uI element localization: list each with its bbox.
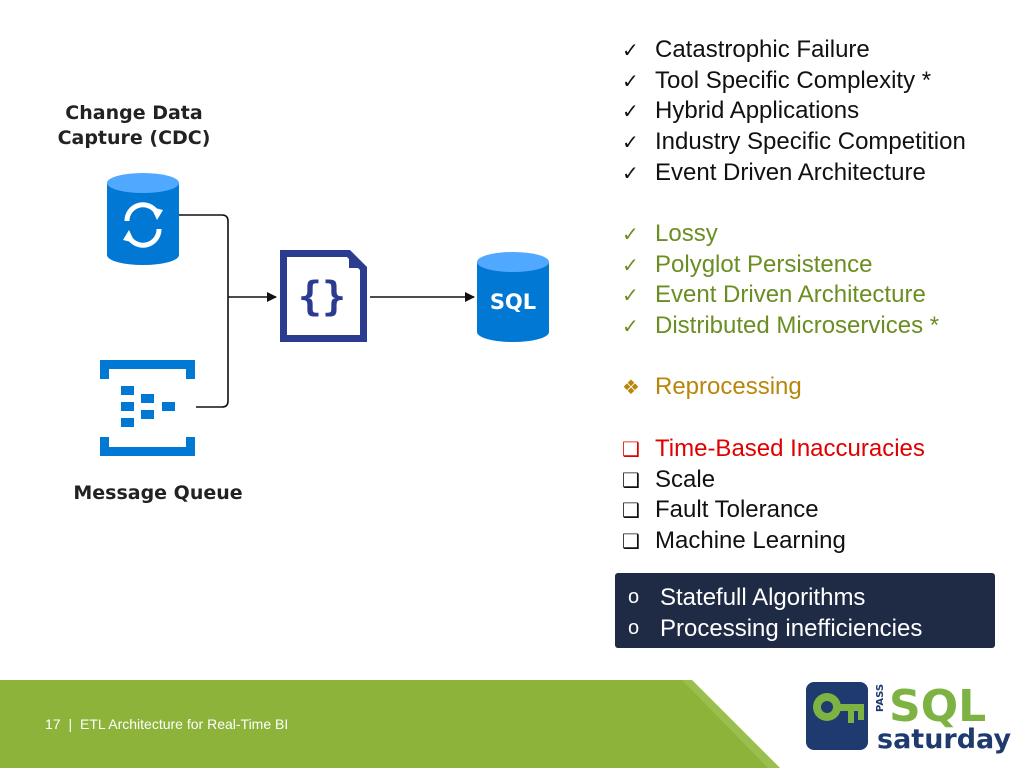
list-item-text: Lossy — [655, 220, 718, 247]
message-queue-label: Message Queue — [73, 482, 243, 504]
list-item-text: Tool Specific Complexity * — [655, 66, 932, 94]
cdc-label: Change Data Capture (CDC) — [40, 101, 228, 151]
list-item: ✓ Catastrophic Failure — [622, 35, 966, 66]
check-icon: ✓ — [622, 99, 639, 124]
list-item: ❑ Fault Tolerance — [622, 495, 925, 526]
cdc-connector — [178, 214, 229, 297]
footer-bar — [0, 680, 780, 768]
list-item: ✓ Polyglot Persistence — [622, 250, 939, 281]
pass-text: PASS — [875, 684, 886, 712]
checkbox-icon: ❑ — [622, 467, 640, 492]
key-icon — [806, 682, 868, 750]
check-icon: ✓ — [622, 222, 639, 246]
list-item-text: Fault Tolerance — [655, 496, 819, 524]
mq-connector — [196, 297, 229, 408]
failure-modes-list: ✓ Catastrophic Failure ✓ Tool Specific Com… — [622, 35, 966, 189]
architecture-traits-list: ✓ Lossy ✓ Polyglot Persistence ✓ Event Driv… — [622, 219, 939, 342]
list-item-text: Scale — [655, 465, 716, 493]
list-item-text: Catastrophic Failure — [655, 36, 870, 63]
list-item: ✓ Tool Specific Complexity * — [622, 66, 966, 97]
checkbox-icon: ❑ — [622, 529, 640, 554]
list-item: ✓ Lossy — [622, 219, 939, 250]
footer-separator: | — [68, 716, 73, 732]
json-document-icon: {} — [280, 250, 367, 342]
json-braces: {} — [298, 274, 346, 320]
architecture-diagram: {} SQL — [100, 173, 549, 456]
list-item-text: Industry Specific Competition — [655, 128, 966, 156]
sql-database-icon: SQL — [477, 252, 549, 342]
list-item: o Processing inefficiencies — [628, 613, 995, 644]
connector-lines — [178, 214, 475, 408]
list-item-text: Event Driven Architecture — [655, 158, 926, 186]
logo-sql-text: SQL — [889, 681, 986, 732]
cdc-database-icon — [107, 173, 179, 265]
logo-saturday-text: saturday — [877, 724, 1011, 755]
list-item-text: Polyglot Persistence — [655, 250, 873, 278]
message-queue-icon — [100, 360, 195, 456]
list-item: ✓ Event Driven Architecture — [622, 280, 939, 311]
check-icon: ✓ — [622, 130, 639, 155]
reprocessing-list: ❖ Reprocessing — [622, 372, 802, 403]
circle-bullet-icon: o — [628, 617, 640, 639]
check-icon: ✓ — [622, 160, 639, 185]
list-item-text: Statefull Algorithms — [660, 584, 866, 611]
list-item-text: Processing inefficiencies — [660, 615, 923, 642]
list-item: ❑ Time-Based Inaccuracies — [622, 434, 925, 465]
list-item-text: Time-Based Inaccuracies — [655, 435, 925, 462]
check-icon: ✓ — [622, 38, 639, 62]
checkbox-icon: ❑ — [622, 498, 640, 523]
circle-bullet-icon: o — [628, 586, 640, 608]
list-item: ✓ Hybrid Applications — [622, 96, 966, 127]
list-item: o Statefull Algorithms — [628, 582, 995, 613]
challenges-list: ❑ Time-Based Inaccuracies ❑ Scale ❑ Fault T… — [622, 434, 925, 557]
list-item-text: Event Driven Architecture — [655, 281, 926, 309]
sql-saturday-logo: PASS SQL saturday — [806, 681, 1011, 755]
diamond-bullet-icon: ❖ — [622, 375, 640, 399]
check-icon: ✓ — [622, 314, 639, 339]
list-item-text: Machine Learning — [655, 527, 846, 555]
list-item: ❖ Reprocessing — [622, 372, 802, 403]
check-icon: ✓ — [622, 252, 639, 277]
presentation-title: ETL Architecture for Real-Time BI — [80, 716, 289, 732]
list-item-text: Reprocessing — [655, 373, 802, 400]
list-item-text: Distributed Microservices * — [655, 312, 940, 340]
list-item: ✓ Industry Specific Competition — [622, 127, 966, 158]
cdc-label-line2: Capture (CDC) — [57, 127, 211, 149]
cdc-label-line1: Change Data — [65, 102, 203, 124]
list-item-text: Hybrid Applications — [655, 97, 860, 125]
sql-icon-label: SQL — [490, 290, 536, 314]
list-item: ✓ Event Driven Architecture — [622, 158, 966, 189]
list-item: ❑ Scale — [622, 465, 925, 496]
check-icon: ✓ — [622, 68, 639, 93]
footer-text: 17 | ETL Architecture for Real-Time BI — [45, 716, 288, 732]
list-item: ❑ Machine Learning — [622, 526, 925, 557]
check-icon: ✓ — [622, 283, 639, 308]
list-item: ✓ Distributed Microservices * — [622, 311, 939, 342]
checkbox-icon: ❑ — [622, 437, 640, 461]
page-number: 17 — [45, 716, 61, 732]
